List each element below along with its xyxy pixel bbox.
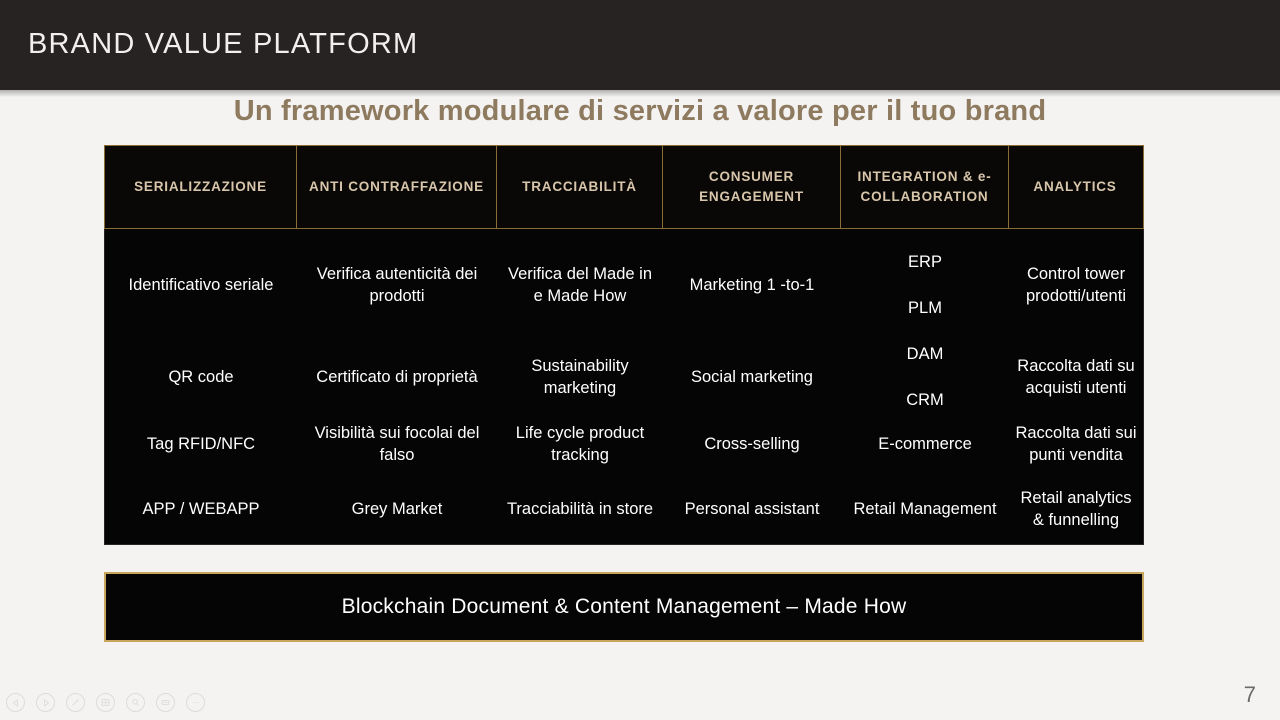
matrix-cell-r1c4: Marketing 1 -to-1 — [663, 229, 841, 341]
matrix-cell-r4c2: Grey Market — [297, 475, 497, 543]
blockchain-banner: Blockchain Document & Content Management… — [104, 572, 1144, 642]
page-number: 7 — [1243, 682, 1256, 707]
cell-primary-text: Retail analytics & funnelling — [1020, 488, 1132, 529]
matrix-cell-r1c3: Verifica del Made in e Made How — [497, 229, 663, 341]
cell-primary-text: Identificativo seriale — [128, 275, 274, 294]
cell-primary-text: Raccolta dati su acquisti utenti — [1017, 356, 1135, 397]
matrix-cell-r1c5: ERP PLM — [841, 229, 1009, 341]
cell-primary-text: Grey Market — [351, 499, 443, 518]
matrix-cell-r4c6: Retail analytics & funnelling — [1009, 475, 1143, 543]
triangle-right-icon — [42, 698, 50, 707]
pen-tool-button[interactable] — [66, 693, 85, 712]
matrix-cell-r2c2: Certificato di proprietà — [297, 341, 497, 413]
matrix-body: Identificativo seriale Verifica autentic… — [104, 229, 1144, 545]
cell-primary-text: Tag RFID/NFC — [146, 434, 256, 453]
cell-primary-text: DAM — [906, 344, 944, 363]
matrix-cell-r2c6: Raccolta dati su acquisti utenti — [1009, 341, 1143, 413]
cell-primary-text: Retail Management — [853, 499, 997, 518]
presenter-notes-button[interactable] — [156, 693, 175, 712]
cell-primary-text: Social marketing — [691, 367, 813, 386]
cell-secondary-text: PLM — [908, 299, 942, 317]
cell-primary-text: Cross-selling — [704, 434, 800, 453]
next-slide-button[interactable] — [36, 693, 55, 712]
matrix-cell-r1c2: Verifica autenticità dei prodotti — [297, 229, 497, 341]
slide-header-bar: BRAND VALUE PLATFORM — [0, 0, 1280, 90]
grid-icon — [101, 698, 110, 707]
cell-primary-text: ERP — [908, 252, 942, 271]
matrix-cell-r3c4: Cross-selling — [663, 413, 841, 475]
notes-icon — [161, 698, 170, 707]
previous-slide-button[interactable] — [6, 693, 25, 712]
matrix-column-header-serializzazione: SERIALIZZAZIONE — [105, 146, 297, 228]
cell-primary-text: Certificato di proprietà — [316, 367, 478, 386]
matrix-cell-r3c3: Life cycle product tracking — [497, 413, 663, 475]
header-shadow — [0, 90, 1280, 97]
cell-primary-text: Tracciabilità in store — [506, 499, 654, 518]
matrix-cell-r3c1: Tag RFID/NFC — [105, 413, 297, 475]
search-icon — [131, 698, 140, 707]
table-row: APP / WEBAPP Grey Market Tracciabilità i… — [105, 475, 1143, 543]
pen-icon — [71, 698, 80, 707]
banner-label: Blockchain Document & Content Management… — [341, 595, 907, 618]
matrix-cell-r4c4: Personal assistant — [663, 475, 841, 543]
slide-toolbar — [6, 693, 205, 712]
cell-primary-text: Verifica autenticità dei prodotti — [316, 264, 478, 305]
zoom-tool-button[interactable] — [126, 693, 145, 712]
table-row: Tag RFID/NFC Visibilità sui focolai del … — [105, 413, 1143, 475]
cell-primary-text: Visibilità sui focolai del falso — [314, 423, 480, 464]
matrix-cell-r1c1: Identificativo seriale — [105, 229, 297, 341]
matrix-cell-r4c1: APP / WEBAPP — [105, 475, 297, 543]
matrix-cell-r2c3: Sustainability marketing — [497, 341, 663, 413]
matrix-column-header-analytics: ANALYTICS — [1033, 178, 1117, 194]
matrix-header-row: SERIALIZZAZIONE ANTI CONTRAFFAZIONE TRAC… — [104, 145, 1144, 229]
matrix-cell-r3c5: E-commerce — [841, 413, 1009, 475]
page-title: BRAND VALUE PLATFORM — [28, 28, 419, 60]
matrix-cell-r3c2: Visibilità sui focolai del falso — [297, 413, 497, 475]
table-row: QR code Certificato di proprietà Sustain… — [105, 341, 1143, 413]
matrix-column-header-consumer-engagement: CONSUMER ENGAGEMENT — [663, 146, 841, 228]
cell-primary-text: Life cycle product tracking — [515, 423, 645, 464]
cell-primary-text: QR code — [168, 367, 234, 386]
matrix-cell-r2c5: DAM CRM — [841, 341, 1009, 413]
slide-subtitle: Un framework modulare di servizi a valor… — [233, 95, 1047, 127]
matrix-cell-r4c5: Retail Management — [841, 475, 1009, 543]
matrix-column-header-anti-contraffazione: ANTI CONTRAFFAZIONE — [297, 146, 497, 228]
matrix-cell-r3c6: Raccolta dati sui punti vendita — [1009, 413, 1143, 475]
matrix-cell-r1c6: Control tower prodotti/utenti — [1009, 229, 1143, 341]
matrix-column-header-tracciabilita: TRACCIABILITÀ — [497, 146, 663, 228]
cell-primary-text: Verifica del Made in e Made How — [508, 264, 652, 305]
cell-primary-text: E-commerce — [878, 434, 972, 453]
matrix-cell-r2c1: QR code — [105, 341, 297, 413]
cell-primary-text: Raccolta dati sui punti vendita — [1015, 423, 1137, 464]
ellipsis-icon — [191, 698, 201, 707]
cell-primary-text: Personal assistant — [684, 499, 820, 518]
more-options-button[interactable] — [186, 693, 205, 712]
services-matrix: SERIALIZZAZIONE ANTI CONTRAFFAZIONE TRAC… — [104, 145, 1144, 545]
cell-primary-text: Marketing 1 -to-1 — [689, 275, 815, 294]
matrix-cell-r4c3: Tracciabilità in store — [497, 475, 663, 543]
cell-primary-text: Control tower prodotti/utenti — [1026, 264, 1126, 305]
table-row: Identificativo seriale Verifica autentic… — [105, 229, 1143, 341]
slide-grid-button[interactable] — [96, 693, 115, 712]
cell-primary-text: APP / WEBAPP — [142, 499, 260, 518]
matrix-column-header-integration-ecollaboration: INTEGRATION & e-COLLABORATION — [841, 146, 1009, 228]
triangle-left-icon — [12, 698, 20, 707]
cell-primary-text: Sustainability marketing — [531, 356, 629, 397]
cell-secondary-text: CRM — [906, 391, 944, 409]
matrix-cell-r2c4: Social marketing — [663, 341, 841, 413]
